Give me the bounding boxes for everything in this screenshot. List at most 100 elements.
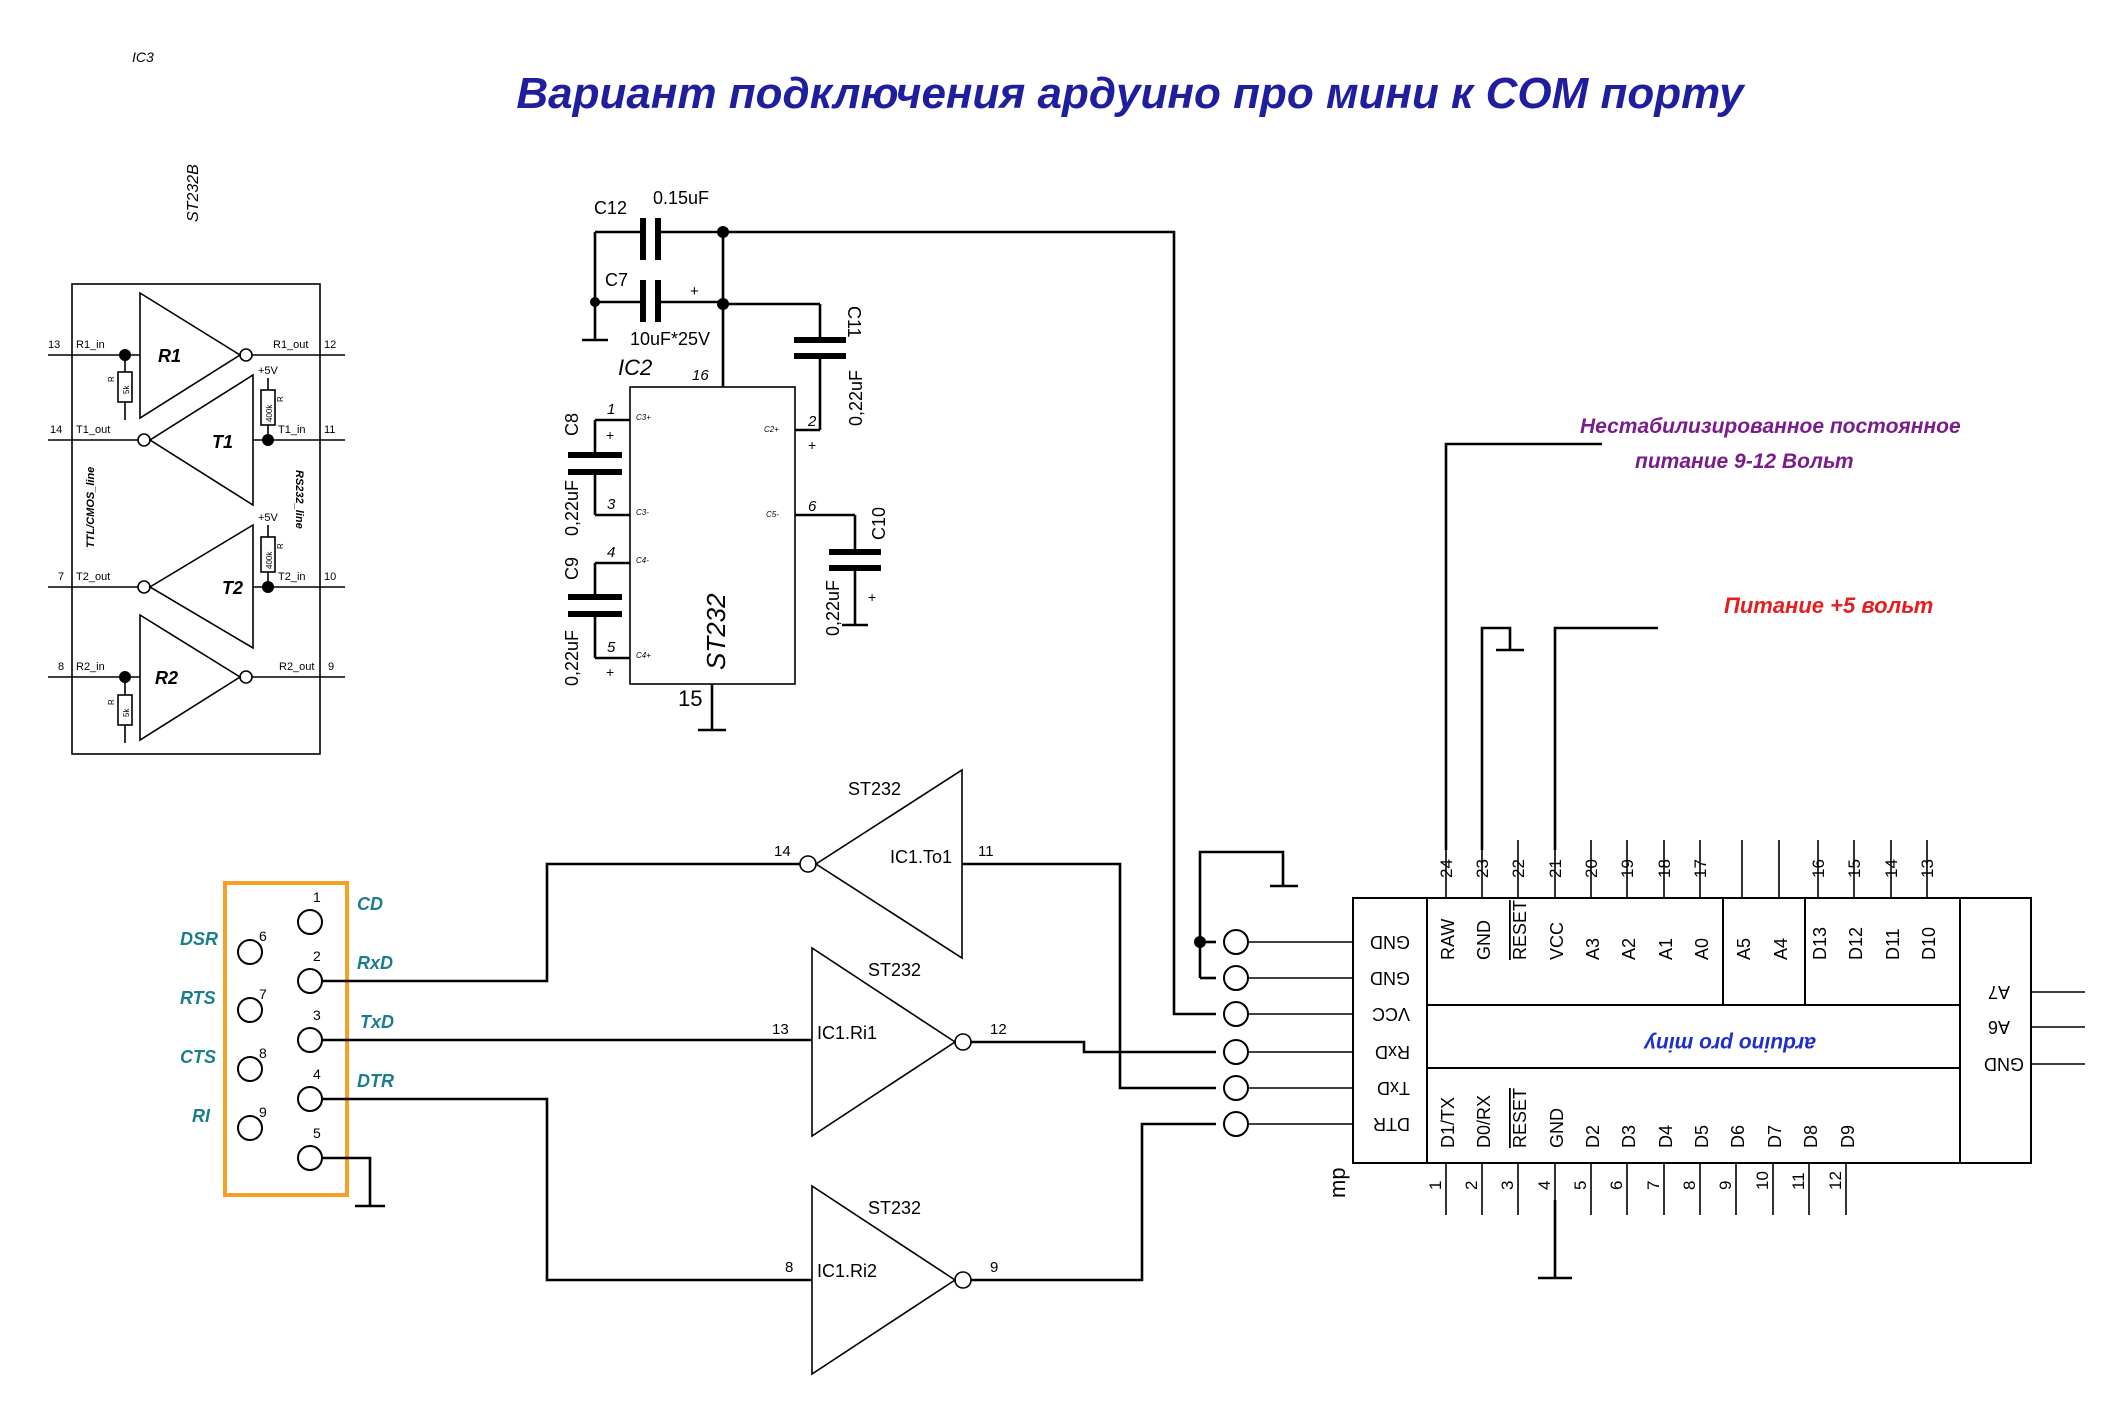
ri2-in-pin: 8: [785, 1259, 793, 1276]
ic3-pin13: 13: [48, 339, 60, 351]
arduino-top-pin-label: A3: [1583, 938, 1603, 960]
db9-sig-cd: CD: [357, 894, 383, 914]
arduino-bottom-pin-label: D2: [1583, 1125, 1603, 1148]
ic3-pin14: 14: [50, 424, 62, 436]
arduino-bottom-pin-label: D3: [1619, 1125, 1639, 1148]
c12-value: 0.15uF: [653, 188, 709, 208]
arduino-top-pin-number: 21: [1546, 859, 1565, 878]
ic3-supply-2: +5V: [258, 512, 279, 524]
db9-pin2: 2: [313, 948, 321, 964]
db9-pin8: 8: [259, 1045, 267, 1061]
db9-sig-rts: RTS: [180, 988, 216, 1008]
ic3-res1-val: 5k: [122, 385, 131, 394]
arduino-left-vcc: VCC: [1372, 1004, 1410, 1024]
t1-label: T1: [212, 432, 233, 452]
c12-ref: C12: [594, 198, 627, 218]
arduino-bottom-pin-number: 3: [1498, 1181, 1517, 1190]
ic3-block: IC3 ST232B R1 13 R1_in R1_out 12 R 5k +5…: [48, 49, 345, 755]
ic2-pin1: 1: [607, 401, 615, 418]
arduino-right-gnd: GND: [1984, 1054, 2024, 1074]
arduino-left-dtr: DTR: [1373, 1114, 1410, 1134]
arduino-top-pin-number: 20: [1582, 859, 1601, 878]
db9-pin4: 4: [313, 1066, 321, 1082]
ic3-r2-in: R2_in: [76, 661, 105, 673]
arduino-top-pin-number: 15: [1845, 859, 1864, 878]
db9-sig-dsr: DSR: [180, 929, 218, 949]
arduino-bottom-pin-number: 2: [1462, 1181, 1481, 1190]
buffer-ri1: ST232 IC1.Ri1 13 12: [772, 946, 1007, 1138]
ic3-r2-out: R2_out: [279, 661, 314, 673]
ic2-pin2: 2: [807, 413, 817, 430]
arduino-bottom-pin-number: 7: [1644, 1181, 1663, 1190]
arduino-top-pin-label: GND: [1474, 920, 1494, 960]
ic3-res1-sym: R: [107, 376, 116, 382]
ic3-side-right: RS232_line: [293, 470, 305, 529]
c10-ref: C10: [869, 507, 889, 540]
ri1-out-pin: 12: [990, 1021, 1007, 1038]
ic3-res4-val: 5k: [122, 708, 131, 717]
ic3-res2-val: 400k: [265, 404, 274, 422]
c7-capacitor: C7 + 10uF*25V: [582, 232, 723, 349]
ic3-pin12: 12: [324, 339, 336, 351]
arduino-left-gnd1: GND: [1370, 932, 1410, 952]
c12-capacitor: C12 0.15uF: [594, 188, 723, 260]
arduino-top-pin-label: A1: [1656, 938, 1676, 960]
arduino-top-pin-label: A5: [1734, 938, 1754, 960]
ri2-name: IC1.Ri2: [817, 1261, 877, 1281]
arduino-bottom-pin-number: 5: [1571, 1181, 1590, 1190]
ic2-pin6-name: C5-: [766, 510, 779, 519]
arduino-name: arduino pro miny: [1643, 1032, 1816, 1055]
db9-pin1: 1: [313, 889, 321, 905]
ic3-pin7: 7: [58, 571, 64, 583]
arduino-bottom-pin-label: D9: [1838, 1125, 1858, 1148]
arduino-bottom-pin-label: D6: [1728, 1125, 1748, 1148]
ic2-pin2-name: C2+: [764, 425, 779, 434]
arduino-bottom-pin-label: RESET: [1510, 1088, 1530, 1148]
db9-sig-rxd: RxD: [357, 953, 393, 973]
ic3-res2-sym: R: [276, 396, 285, 402]
c11-capacitor: + C11 0,22uF: [723, 302, 866, 453]
note-raw-line1: Нестабилизированное постоянное: [1580, 415, 1961, 438]
arduino-top-pin-label: A0: [1692, 938, 1712, 960]
ic2-pin4: 4: [607, 544, 615, 561]
arduino-bottom-pin-label: GND: [1547, 1108, 1567, 1148]
arduino-top-pin-label: A2: [1619, 938, 1639, 960]
ri1-part: ST232: [868, 960, 921, 980]
arduino-left-pins: GND GND VCC RxD TxD DTR: [1223, 929, 1410, 1137]
arduino-bottom-pins: 1D1/TX2D0/RX3RESET4GND5D26D37D48D59D610D…: [1426, 1088, 1858, 1215]
ic2-pin16: 16: [692, 367, 709, 384]
ic3-t1-out: T1_out: [76, 424, 110, 436]
db9-sig-cts: CTS: [180, 1047, 216, 1067]
c10-plus: +: [868, 589, 876, 605]
arduino-bottom-pin-number: 8: [1680, 1181, 1699, 1190]
db9-pin5: 5: [313, 1125, 321, 1141]
arduino-top-pin-number: 14: [1882, 859, 1901, 878]
arduino-top-pin-label: D13: [1810, 927, 1830, 960]
c11-plus: +: [808, 437, 816, 453]
arduino-bottom-pin-label: D7: [1765, 1125, 1785, 1148]
ic2-chip: IC2 ST232 16 15 1 C3+ 3 C3- 4 C4- 5 C4+ …: [607, 304, 817, 732]
ic3-part: ST232B: [185, 164, 202, 222]
r2-label: R2: [155, 668, 178, 688]
arduino-right-pins: A7 A6 GND: [1984, 982, 2085, 1074]
ri1-in-pin: 13: [772, 1021, 789, 1038]
ic2-pin15: 15: [678, 686, 702, 711]
db9-connector: 1 2 3 4 5 CD RxD TxD DTR 6 7 8 9 DSR RTS…: [180, 881, 394, 1197]
arduino-top-pin-label: D10: [1919, 927, 1939, 960]
arduino-top-pin-number: 16: [1809, 859, 1828, 878]
to1-out-pin: 14: [774, 843, 791, 860]
buffer-ri2: ST232 IC1.Ri2 8 9: [785, 1184, 998, 1376]
r1-label: R1: [158, 346, 181, 366]
arduino-bottom-pin-number: 1: [1426, 1181, 1445, 1190]
to1-in-pin: 11: [978, 843, 994, 860]
ic3-res4-sym: R: [107, 699, 116, 705]
arduino-top-pin-number: 18: [1655, 859, 1674, 878]
arduino-left-rxd: RxD: [1375, 1042, 1410, 1062]
c8-capacitor: + C8 0,22uF: [562, 413, 630, 536]
ic2-pin3-name: C3-: [636, 508, 649, 517]
arduino-top-pin-number: 23: [1473, 859, 1492, 878]
ri2-part: ST232: [868, 1198, 921, 1218]
c9-ref: C9: [562, 557, 582, 580]
